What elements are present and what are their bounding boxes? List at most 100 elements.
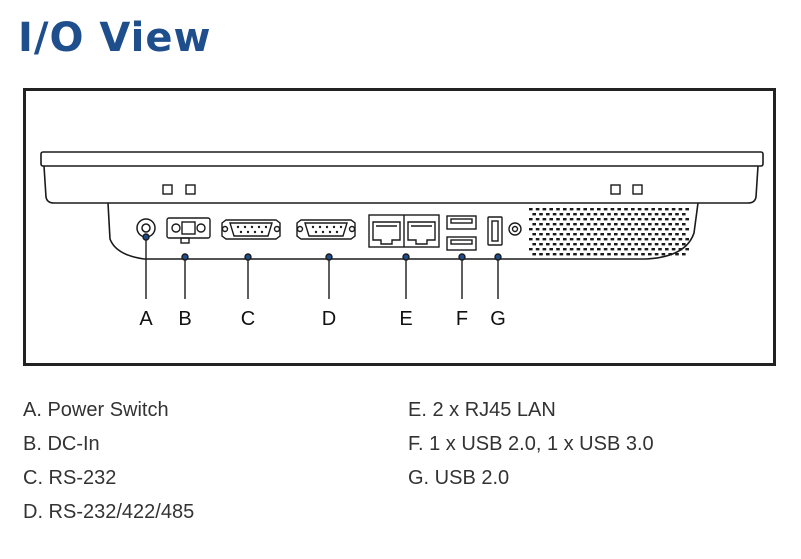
vent-hole	[678, 248, 683, 251]
vent-hole	[658, 218, 662, 221]
vent-hole	[620, 213, 625, 216]
vent-hole	[586, 223, 591, 226]
usb-stacked-ports-icon	[446, 215, 477, 251]
vent-hole	[593, 223, 598, 226]
vent-hole	[552, 243, 557, 246]
legend-item-a: A. Power Switch	[23, 399, 169, 421]
vent-hole	[546, 243, 550, 246]
vent-hole	[600, 243, 604, 246]
vent-hole	[552, 253, 557, 256]
vent-hole	[556, 238, 560, 241]
vent-hole	[576, 228, 581, 231]
vent-hole	[631, 238, 635, 241]
vent-hole	[559, 223, 564, 226]
vent-hole	[682, 213, 686, 216]
vent-hole	[563, 228, 567, 231]
vent-hole	[617, 248, 621, 251]
vent-hole	[661, 253, 666, 256]
vent-hole	[651, 228, 655, 231]
vent-hole	[610, 218, 615, 221]
vent-hole	[535, 228, 540, 231]
vent-hole	[552, 233, 557, 236]
vent-hole	[668, 223, 672, 226]
callout-label-b: B	[178, 308, 191, 330]
vent-hole	[637, 218, 642, 221]
vent-hole	[614, 223, 618, 226]
vent-hole	[654, 243, 659, 246]
vent-grille	[529, 208, 689, 256]
vent-hole	[535, 208, 540, 211]
vent-hole	[644, 228, 649, 231]
vent-hole	[532, 253, 536, 256]
vent-hole	[637, 248, 642, 251]
vent-hole	[651, 238, 655, 241]
vent-hole	[539, 233, 543, 236]
vent-hole	[634, 243, 638, 246]
vent-hole	[614, 233, 618, 236]
vent-hole	[617, 238, 621, 241]
vent-hole	[583, 228, 587, 231]
vent-hole	[597, 208, 601, 211]
vent-hole	[641, 253, 645, 256]
vent-hole	[678, 228, 683, 231]
io-diagram: A B C D E F G	[23, 88, 776, 366]
vent-hole	[597, 228, 601, 231]
vent-hole	[590, 248, 594, 251]
vent-hole	[651, 218, 655, 221]
vent-hole	[675, 253, 679, 256]
vent-hole	[685, 208, 689, 211]
vent-hole	[634, 253, 638, 256]
vent-hole	[607, 213, 611, 216]
callout-label-c: C	[241, 308, 255, 330]
vent-hole	[644, 218, 649, 221]
vent-hole	[593, 243, 598, 246]
vent-hole	[556, 218, 560, 221]
vent-hole	[631, 248, 635, 251]
vent-hole	[637, 208, 642, 211]
vent-hole	[590, 228, 594, 231]
vent-hole	[586, 233, 591, 236]
vent-hole	[552, 223, 557, 226]
vent-hole	[542, 238, 547, 241]
vent-hole	[529, 238, 533, 241]
vent-hole	[675, 223, 679, 226]
vent-hole	[549, 208, 553, 211]
vent-hole	[590, 218, 594, 221]
vent-hole	[549, 218, 553, 221]
vent-hole	[620, 223, 625, 226]
vent-hole	[617, 218, 621, 221]
dc-in-connector-icon	[166, 217, 211, 244]
vent-hole	[607, 223, 611, 226]
vent-hole	[665, 248, 669, 251]
vent-hole	[603, 218, 608, 221]
vent-hole	[593, 213, 598, 216]
vent-hole	[600, 213, 604, 216]
vent-hole	[627, 223, 632, 226]
vent-hole	[559, 213, 564, 216]
vent-hole	[586, 253, 591, 256]
legend-item-c: C. RS-232	[23, 467, 117, 489]
io-panel-drawing: A B C D E F G	[40, 151, 764, 330]
vent-hole	[685, 218, 689, 221]
vent-hole	[627, 243, 632, 246]
vent-hole	[556, 248, 560, 251]
vent-hole	[546, 233, 550, 236]
vent-hole	[569, 228, 574, 231]
device-bezel	[40, 151, 764, 204]
vent-hole	[607, 233, 611, 236]
vent-hole	[542, 248, 547, 251]
vent-hole	[535, 238, 540, 241]
vent-hole	[556, 208, 560, 211]
vent-hole	[532, 213, 536, 216]
vent-hole	[654, 253, 659, 256]
vent-hole	[569, 238, 574, 241]
vent-hole	[600, 223, 604, 226]
vent-hole	[549, 238, 553, 241]
vent-hole	[549, 228, 553, 231]
vent-hole	[682, 233, 686, 236]
vent-hole	[580, 223, 584, 226]
vent-hole	[610, 248, 615, 251]
vent-hole	[678, 238, 683, 241]
vent-hole	[573, 223, 577, 226]
vent-hole	[654, 213, 659, 216]
